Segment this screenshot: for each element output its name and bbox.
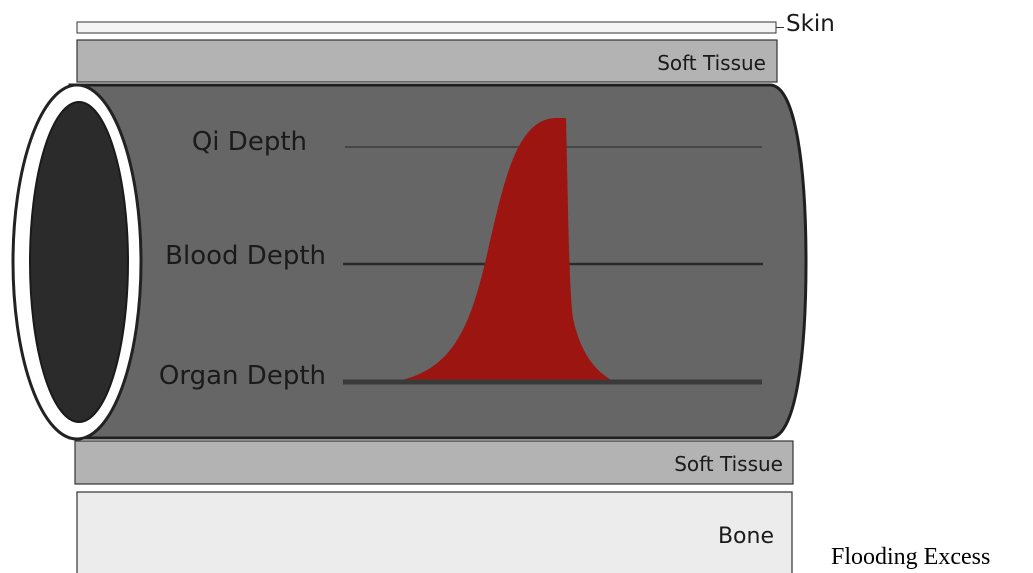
soft-tissue-bottom-label: Soft Tissue [674,452,783,476]
vessel-lumen [29,101,129,423]
soft-tissue-top-label: Soft Tissue [657,51,766,75]
bone-label: Bone [718,524,774,549]
soft-tissue-top-layer [76,39,778,83]
vessel-body [68,83,808,440]
skin-layer [76,21,777,34]
pulse-wave-shape [392,118,615,382]
qi-depth-label: Qi Depth [192,127,307,157]
figure-caption: Flooding Excess [831,544,991,570]
organ-depth-label: Organ Depth [159,361,326,391]
bone-layer [76,491,793,573]
skin-label: Skin [786,11,835,37]
blood-depth-label: Blood Depth [165,241,326,271]
soft-tissue-bottom-layer [74,440,794,485]
